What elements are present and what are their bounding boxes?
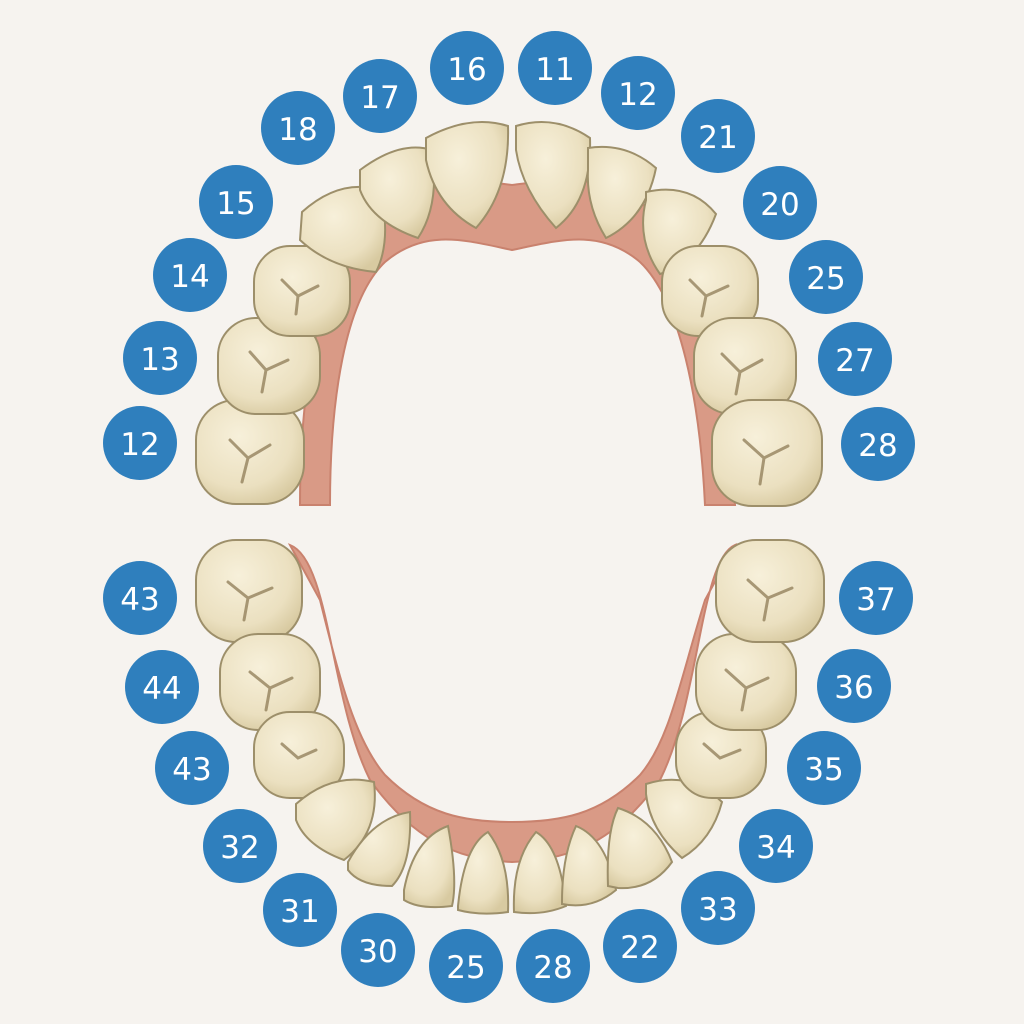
- upper-badge-label: 16: [447, 52, 486, 88]
- upper-left-lateral-incisor: [359, 146, 436, 240]
- upper-badge-11: 20: [743, 166, 817, 240]
- upper-right-molar-1: [711, 399, 823, 507]
- upper-badge-14: 28: [841, 407, 915, 481]
- upper-badge-2: 13: [123, 321, 197, 395]
- lower-badge-label: 28: [533, 950, 572, 986]
- lower-right-incisor-1: [512, 830, 568, 915]
- upper-badge-6: 17: [343, 59, 417, 133]
- lower-badge-label: 30: [358, 934, 397, 970]
- lower-badge-label: 25: [446, 950, 485, 986]
- lower-badge-label: 31: [280, 894, 319, 930]
- upper-right-central-incisor: [515, 121, 592, 230]
- upper-badge-label: 18: [278, 112, 317, 148]
- lower-right-molar-1: [715, 539, 825, 643]
- upper-badge-10: 21: [681, 99, 755, 173]
- upper-badge-4: 15: [199, 165, 273, 239]
- lower-left-incisor-2: [403, 824, 456, 909]
- upper-badge-1: 12: [103, 406, 177, 480]
- lower-badge-label: 43: [172, 752, 211, 788]
- upper-badges: 12 13 14 15 18 17 16 11 12 21 20 25 27 2…: [103, 31, 915, 481]
- lower-badge-3: 43: [155, 731, 229, 805]
- upper-badge-5: 18: [261, 91, 335, 165]
- lower-badge-label: 43: [120, 582, 159, 618]
- upper-left-central-incisor: [425, 121, 510, 230]
- lower-badge-11: 34: [739, 809, 813, 883]
- lower-badge-1: 43: [103, 561, 177, 635]
- lower-badge-14: 37: [839, 561, 913, 635]
- upper-badge-7: 16: [430, 31, 504, 105]
- upper-right-lateral-incisor: [586, 145, 658, 240]
- lower-badge-label: 37: [856, 582, 895, 618]
- lower-badge-8: 28: [516, 929, 590, 1003]
- lower-badge-label: 22: [620, 930, 659, 966]
- upper-badge-label: 13: [140, 342, 179, 378]
- lower-badge-label: 34: [756, 830, 795, 866]
- upper-badge-label: 17: [360, 80, 399, 116]
- upper-left-premolar-1: [253, 245, 351, 337]
- lower-badge-13: 36: [817, 649, 891, 723]
- lower-badge-4: 32: [203, 809, 277, 883]
- upper-badge-12: 25: [789, 240, 863, 314]
- upper-right-molar-2: [693, 317, 797, 415]
- upper-left-molar-2: [217, 317, 321, 415]
- lower-badge-9: 22: [603, 909, 677, 983]
- upper-badge-label: 28: [858, 428, 897, 464]
- lower-badge-7: 25: [429, 929, 503, 1003]
- upper-badge-label: 12: [120, 427, 159, 463]
- lower-badge-label: 32: [220, 830, 259, 866]
- lower-left-canine: [295, 778, 376, 862]
- lower-left-incisor-1: [457, 830, 510, 915]
- lower-badge-10: 33: [681, 871, 755, 945]
- upper-left-molar-1: [195, 399, 305, 505]
- lower-badge-label: 35: [804, 752, 843, 788]
- lower-left-molar-2: [219, 633, 321, 731]
- lower-badge-label: 44: [142, 671, 181, 707]
- lower-right-molar-2: [695, 633, 797, 731]
- upper-badge-3: 14: [153, 238, 227, 312]
- lower-right-incisor-3: [606, 806, 674, 890]
- upper-badge-label: 12: [618, 77, 657, 113]
- upper-badge-label: 25: [806, 261, 845, 297]
- lower-badges: 43 44 43 32 31 30 25 28 22 33 34 35 36 3…: [103, 561, 913, 1003]
- lower-right-incisor-2: [561, 824, 618, 907]
- lower-badge-2: 44: [125, 650, 199, 724]
- lower-left-premolar: [253, 711, 345, 799]
- upper-badge-label: 20: [760, 187, 799, 223]
- upper-badge-label: 15: [216, 186, 255, 222]
- upper-badge-label: 21: [698, 120, 737, 156]
- upper-left-canine: [298, 185, 387, 274]
- upper-badge-label: 11: [535, 52, 574, 88]
- upper-badge-13: 27: [818, 322, 892, 396]
- lower-badge-label: 33: [698, 892, 737, 928]
- upper-badge-label: 27: [835, 343, 874, 379]
- lower-left-incisor-3: [347, 810, 412, 888]
- lower-badge-5: 31: [263, 873, 337, 947]
- lower-badge-6: 30: [341, 913, 415, 987]
- upper-badge-label: 14: [170, 259, 209, 295]
- upper-badge-8: 11: [518, 31, 592, 105]
- lower-badge-12: 35: [787, 731, 861, 805]
- lower-left-molar-1: [195, 539, 303, 643]
- lower-badge-label: 36: [834, 670, 873, 706]
- upper-badge-9: 12: [601, 56, 675, 130]
